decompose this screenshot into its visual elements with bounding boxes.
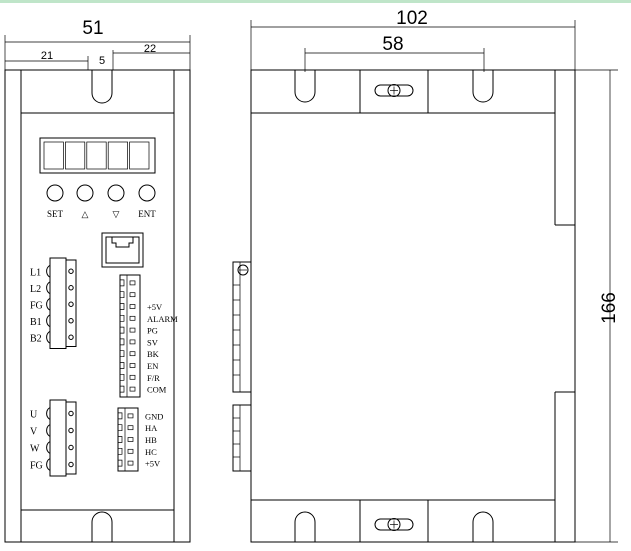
button-label-ent: ENT (138, 209, 156, 219)
pin (127, 413, 134, 419)
dim-side-height: 166 (599, 292, 620, 324)
terminal-screw (68, 285, 74, 291)
dim-front-right-offset: 22 (144, 43, 156, 55)
button-label-down: ▽ (113, 209, 120, 219)
pin-label: EN (147, 361, 158, 371)
pin-label: ALARM (147, 314, 178, 324)
terminal-label: L1 (30, 267, 41, 278)
terminal-label: V (30, 427, 38, 438)
button-label-up: △ (82, 209, 89, 219)
terminal-label: FG (30, 461, 43, 472)
terminal-screw (68, 268, 74, 274)
pin (129, 327, 136, 333)
side-slot-top-left (294, 70, 316, 103)
pin-label: +5V (147, 302, 163, 312)
terminal-screw (68, 461, 74, 468)
side-view: 102 58 166 (232, 8, 620, 543)
led-display (39, 137, 156, 174)
side-slot-top-right (472, 70, 494, 103)
terminal-screw (68, 334, 74, 340)
pin-label: SV (147, 337, 159, 347)
display-digit (65, 141, 86, 170)
pin-label: HA (145, 423, 158, 433)
button-up[interactable] (76, 184, 94, 202)
side-body-outline (250, 69, 576, 543)
pin-label: BK (147, 349, 160, 359)
pin-label: HC (145, 447, 157, 457)
front-body-outline (4, 69, 191, 543)
button-down[interactable] (107, 184, 125, 202)
terminal-label: B1 (30, 317, 42, 328)
terminal-label: L2 (30, 284, 41, 295)
mount-slot-bottom (91, 511, 113, 542)
button-set[interactable] (46, 184, 64, 202)
dim-front-slot: 5 (99, 55, 105, 67)
pin (129, 363, 136, 368)
side-slot-bottom-left (294, 511, 316, 542)
pin-label: GND (145, 411, 163, 421)
terminal-screw (68, 444, 74, 451)
terminal-screw (68, 427, 74, 434)
terminal-screw (68, 410, 74, 417)
pin (127, 448, 134, 454)
button-label-set: SET (47, 209, 64, 219)
pin (129, 386, 136, 392)
terminal-label: B2 (30, 333, 42, 344)
pin-label: HB (145, 435, 157, 445)
screw-top (374, 84, 414, 97)
button-row: SET △ ▽ ENT (46, 184, 156, 219)
pin-label: +5V (145, 459, 161, 469)
dim-side-width: 102 (396, 8, 428, 29)
pin (129, 374, 136, 380)
hall-terminal-block: GND HA HB HC +5V (117, 407, 163, 472)
pin (127, 460, 134, 466)
terminal-screw (68, 318, 74, 324)
display-digit (43, 141, 64, 170)
pin (129, 292, 136, 298)
dim-side-hole-spacing: 58 (382, 34, 403, 55)
pin-label: COM (147, 385, 167, 395)
pin-label: F/R (147, 373, 160, 383)
window-top-border (0, 0, 631, 3)
motor-terminal-block: UVW FG (30, 399, 77, 477)
display-digit (129, 141, 150, 170)
pin (127, 425, 134, 431)
display-digit (86, 141, 107, 170)
dim-front-left-offset: 21 (41, 50, 53, 62)
dim-front-width: 51 (82, 18, 103, 39)
pin (127, 437, 134, 442)
terminal-label: U (30, 410, 38, 421)
terminal-screw (68, 301, 74, 307)
side-connector-top (232, 261, 252, 393)
button-ent[interactable] (138, 184, 156, 202)
terminal-label: FG (30, 300, 43, 311)
pin (129, 315, 136, 321)
pin (129, 304, 136, 309)
pin (129, 280, 136, 286)
side-slot-bottom-right (472, 511, 494, 542)
side-connector-bottom (232, 404, 252, 472)
rj45-port (101, 232, 144, 268)
pin-label: PG (147, 326, 158, 336)
pin (129, 339, 136, 345)
display-digit (107, 141, 128, 170)
pin (129, 351, 136, 357)
mount-slot-top (91, 70, 113, 104)
screw-bottom (374, 518, 414, 531)
display-frame (39, 137, 156, 174)
terminal-label: W (30, 444, 40, 455)
